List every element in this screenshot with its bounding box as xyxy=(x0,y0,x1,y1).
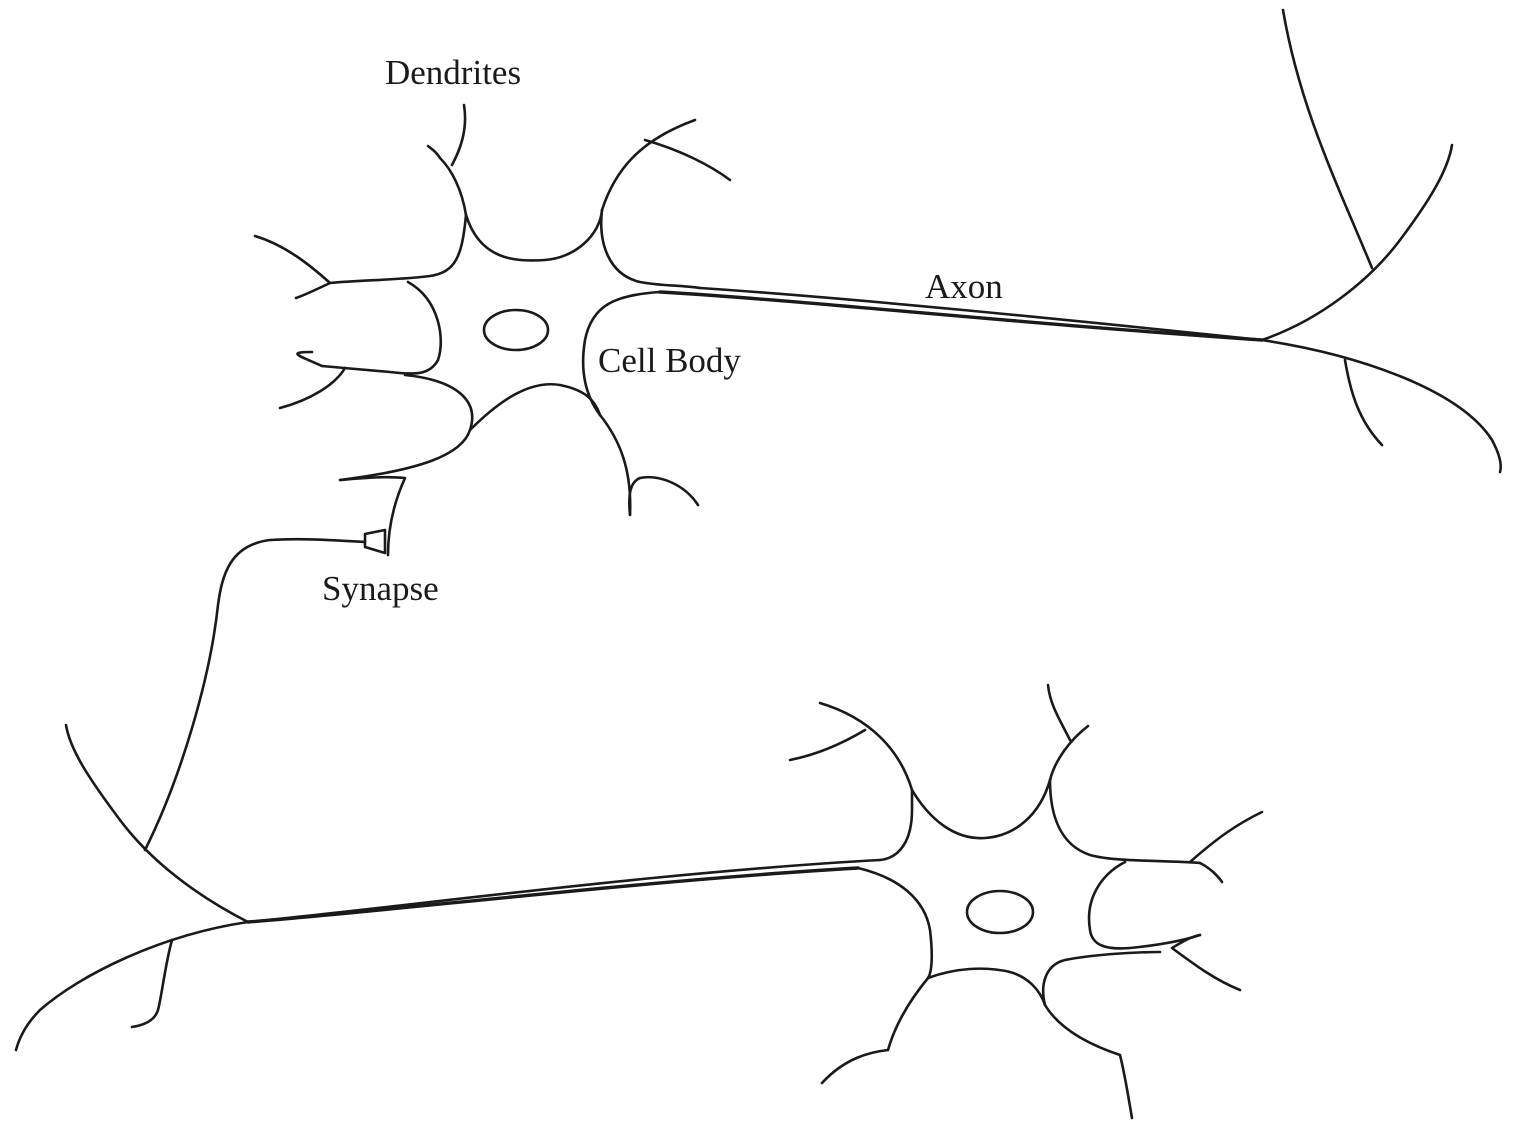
upper-soma-right-upper xyxy=(601,210,700,288)
upper-dendrite-top-right xyxy=(602,120,730,210)
lower-dendrite-right-mid xyxy=(1172,935,1240,990)
upper-soma-left-notch xyxy=(322,282,441,374)
label-cell-body: Cell Body xyxy=(598,341,741,380)
lower-axon xyxy=(16,725,880,1050)
lower-neuron xyxy=(16,685,1262,1118)
lower-dendrite-top-left xyxy=(790,703,912,790)
upper-soma-left-upper xyxy=(330,215,466,283)
lower-soma-right-lower xyxy=(1043,952,1160,1005)
upper-dendrite-bottom-right xyxy=(629,477,698,515)
label-synapse: Synapse xyxy=(322,569,439,608)
lower-dendrite-bottom-left xyxy=(822,978,928,1083)
lower-soma-bottom-arc xyxy=(928,969,1045,1005)
lower-soma-left-lower xyxy=(858,868,932,978)
label-dendrites: Dendrites xyxy=(385,53,521,92)
label-axon: Axon xyxy=(925,267,1003,306)
upper-nucleus xyxy=(484,310,548,350)
lower-soma-left-upper xyxy=(880,790,912,860)
upper-axon-terminal-down xyxy=(1262,340,1501,472)
lower-dendrite-bottom-right xyxy=(1045,1005,1132,1118)
lower-cell-body xyxy=(858,780,1200,1005)
upper-dendrite-left-top xyxy=(255,236,330,298)
upper-soma-left-lower xyxy=(340,375,472,480)
lower-dendrite-right-top xyxy=(1190,812,1262,882)
lower-dendrite-top-right xyxy=(1048,685,1088,780)
lower-axon-terminal-down xyxy=(16,922,248,1050)
upper-axon-terminal-up xyxy=(1262,145,1452,340)
upper-soma-right-lower xyxy=(600,415,630,515)
upper-soma-bottom-arc xyxy=(470,384,600,430)
synapse-knob xyxy=(365,530,385,553)
upper-dendrite-left-mid xyxy=(280,352,345,408)
upper-dendrites xyxy=(255,105,730,555)
lower-dendrites xyxy=(790,685,1262,1118)
upper-axon xyxy=(660,10,1501,472)
upper-soma-top-arc xyxy=(466,210,602,260)
lower-nucleus xyxy=(967,891,1033,933)
upper-axon-terminal-small xyxy=(1345,360,1382,445)
lower-soma-top-arc xyxy=(912,780,1050,838)
upper-dendrite-top xyxy=(428,105,466,215)
lower-soma-right-notch xyxy=(1089,862,1200,948)
lower-axon-shaft xyxy=(248,868,858,922)
lower-soma-right-upper xyxy=(1050,780,1200,863)
upper-dendrite-left-bottom xyxy=(340,477,405,555)
upper-axon-terminal-top xyxy=(1283,10,1372,268)
